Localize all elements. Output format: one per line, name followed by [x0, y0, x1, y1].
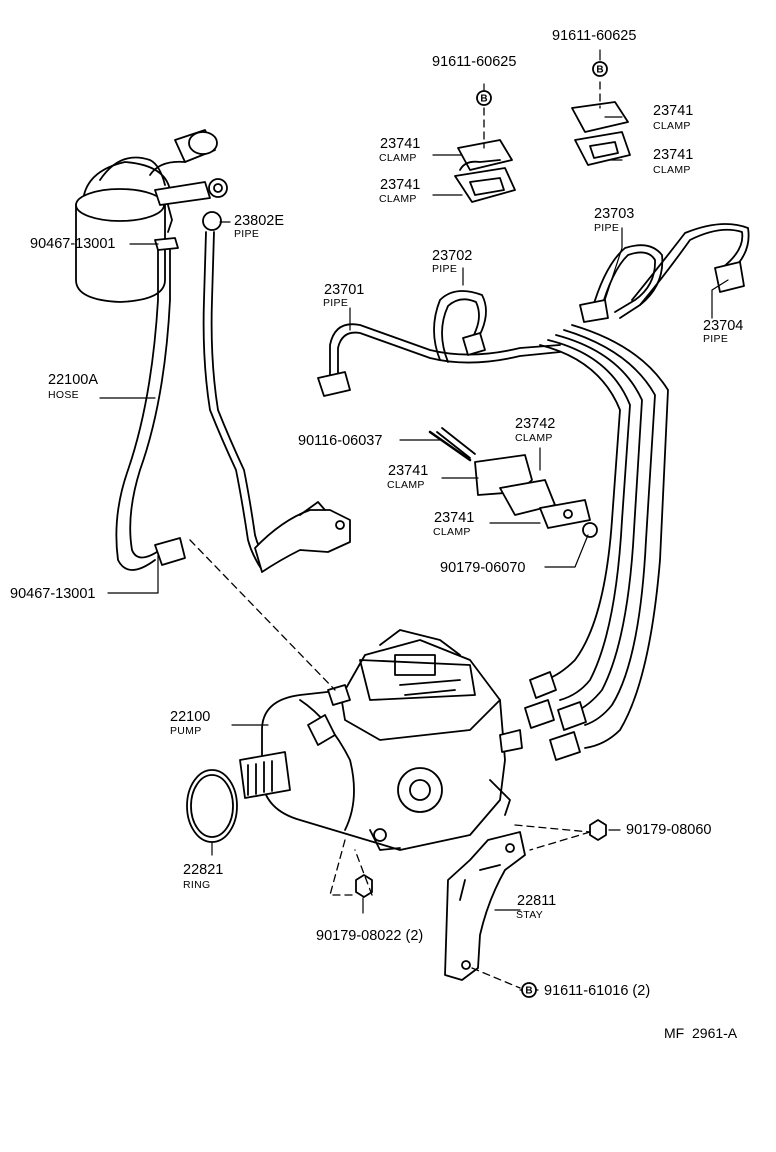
- nuts: [355, 430, 607, 898]
- callout-name: HOSE: [48, 389, 79, 401]
- callout-number: 23741: [653, 147, 693, 163]
- stay-bracket: [444, 831, 526, 981]
- mid-clamps: [436, 427, 598, 538]
- callout-name: PIPE: [234, 228, 259, 240]
- callout-number: 23701: [324, 282, 364, 298]
- callout-name: PUMP: [170, 725, 202, 737]
- callout-number: 23741: [388, 463, 428, 479]
- callout-number: 91611-61016 (2): [544, 983, 650, 999]
- callout-number: 22100A: [48, 372, 98, 388]
- bolt-marker-2: B: [592, 61, 608, 77]
- callout-number: 22100: [170, 709, 210, 725]
- callout-number: 23741: [380, 136, 420, 152]
- callout-name: CLAMP: [433, 526, 471, 538]
- callout-number: 23802E: [234, 213, 284, 229]
- callout-number: 23702: [432, 248, 472, 264]
- callout-name: CLAMP: [653, 164, 691, 176]
- callout-number: 23741: [380, 177, 420, 193]
- callout-number: 90179-08022 (2): [316, 928, 423, 944]
- callout-name: PIPE: [323, 297, 348, 309]
- callout-number: 22821: [183, 862, 223, 878]
- callout-number: 23703: [594, 206, 634, 222]
- callout-name: CLAMP: [387, 479, 425, 491]
- callout-name: CLAMP: [515, 432, 553, 444]
- svg-text:B: B: [596, 65, 603, 76]
- callout-number: 90467-13001: [30, 236, 115, 252]
- callout-number: 23741: [653, 103, 693, 119]
- callout-number: 23741: [434, 510, 474, 526]
- pipe-23802e: [202, 211, 351, 573]
- injection-pipes: [317, 223, 750, 761]
- hose-22100a: [115, 249, 186, 571]
- callout-number: 23742: [515, 416, 555, 432]
- dashed-leaders: [189, 81, 601, 989]
- injection-pump: [239, 629, 523, 851]
- callout-name: STAY: [516, 909, 543, 921]
- figure-code: MF 2961-A: [664, 1025, 738, 1041]
- callout-name: CLAMP: [653, 120, 691, 132]
- callout-number: 23704: [703, 318, 743, 334]
- callout-name: RING: [183, 879, 210, 891]
- fuel-filter: [75, 129, 228, 303]
- svg-text:B: B: [480, 94, 487, 105]
- callout-name: PIPE: [594, 222, 619, 234]
- callout-number: 90467-13001: [10, 586, 95, 602]
- callout-name: PIPE: [432, 263, 457, 275]
- callout-number: 90116-06037: [298, 433, 382, 449]
- callout-number: 22811: [517, 893, 556, 909]
- callout-number: 90179-08060: [626, 822, 711, 838]
- callout-name: PIPE: [703, 333, 728, 345]
- callout-name: CLAMP: [379, 152, 417, 164]
- callout-labels: 91611-60625 91611-60625 23741 CLAMP 2374…: [10, 28, 743, 1041]
- callout-name: CLAMP: [379, 193, 417, 205]
- bolt-marker-1: B: [476, 90, 492, 106]
- svg-text:B: B: [525, 986, 532, 997]
- top-clamps: [454, 101, 631, 203]
- o-ring: [186, 769, 238, 843]
- callout-number: 91611-60625: [432, 54, 516, 70]
- bolt-marker-3: B: [521, 982, 537, 998]
- callout-number: 90179-06070: [440, 560, 525, 576]
- callout-number: 91611-60625: [552, 28, 636, 44]
